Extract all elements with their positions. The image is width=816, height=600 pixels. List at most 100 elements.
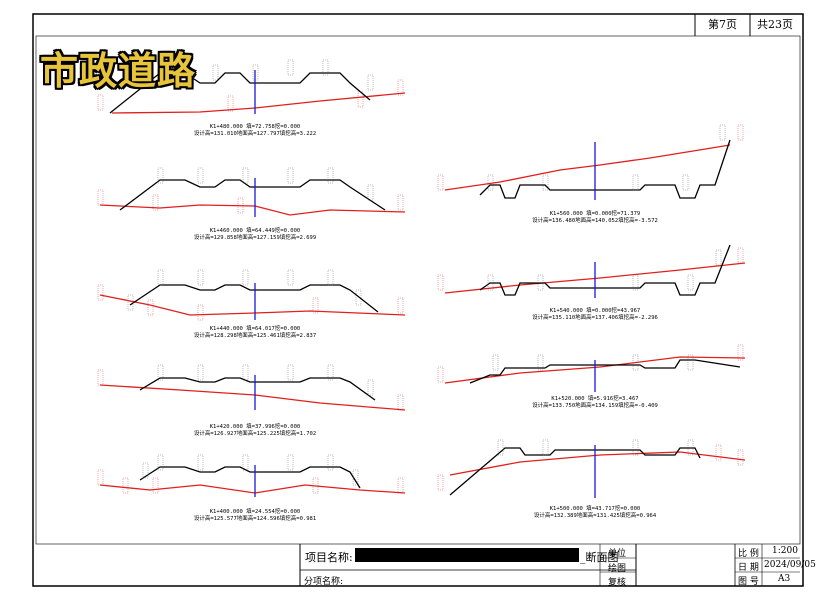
elevation-tag-red (152, 477, 159, 494)
elevation-tag-red (152, 194, 159, 211)
elevation-tag-black (687, 439, 694, 456)
elevation-tag-black (492, 354, 499, 371)
elevation-tag-black (287, 59, 294, 76)
section-elevation-label: 设计高=129.858地面高=127.159填挖高=2.699 (194, 233, 316, 241)
elevation-tag-red (437, 366, 444, 383)
watermark-logo: 市政道路 (40, 49, 197, 93)
elevation-tag-black (327, 167, 334, 184)
section-station-label: K1+440.000 填=64.017挖=0.000 (210, 324, 300, 332)
elevation-tag-black (157, 364, 164, 381)
design-line (479, 244, 731, 296)
elevation-tag-red (397, 194, 404, 211)
elevation-tag-red (737, 247, 744, 264)
elevation-tag-black (142, 462, 149, 479)
design-line (449, 447, 701, 496)
elevation-tag-red (147, 299, 154, 316)
elevation-tag-black (687, 354, 694, 371)
section-elevation-label: 设计高=131.010地面高=127.797填挖高=3.222 (194, 129, 316, 137)
elevation-tag-black (242, 454, 249, 471)
section-station-label: K1+500.000 填=43.717挖=0.000 (550, 504, 640, 512)
elevation-tag-black (682, 174, 689, 191)
section-elevation-label: 设计高=133.750地面高=134.159填挖高=-0.409 (532, 401, 658, 409)
elevation-tag-black (287, 364, 294, 381)
elevation-tag-red (312, 477, 319, 494)
elevation-tag-red (437, 474, 444, 491)
page-number: 第7页 (708, 18, 737, 31)
section-station-label: K1+540.000 填=0.000挖=43.967 (550, 306, 640, 314)
sheet-value: A3 (778, 574, 791, 584)
elevation-tag-black (719, 124, 726, 141)
scale-value: 1:200 (772, 546, 798, 556)
project-name-suffix: _断面图 (580, 551, 619, 564)
elevation-tag-black (687, 274, 694, 291)
review-label: 复核 (608, 578, 627, 588)
elevation-tag-red (397, 79, 404, 96)
elevation-tag-black (127, 294, 134, 311)
ground-line (444, 356, 746, 384)
design-line (139, 466, 361, 489)
section-elevation-label: 设计高=128.298地面高=125.461填挖高=2.837 (194, 331, 316, 339)
section-k1-540: K1+540.000 填=0.000挖=43.967设计高=135.110地面高… (437, 244, 746, 321)
elevation-tag-black (367, 379, 374, 396)
section-station-label: K1+420.000 填=37.996挖=0.000 (210, 422, 300, 430)
elevation-tag-black (367, 184, 374, 201)
elevation-tag-red (97, 189, 104, 206)
elevation-tag-black (542, 174, 549, 191)
sheet-inner-border (35, 35, 801, 545)
elevation-tag-black (542, 439, 549, 456)
elevation-tag-black (287, 269, 294, 286)
section-station-label: K1+400.000 填=24.554挖=0.000 (210, 507, 300, 515)
date-label: 日 期 (738, 563, 759, 573)
elevation-tag-black (287, 167, 294, 184)
elevation-tag-black (322, 59, 329, 76)
scale-label: 比 例 (738, 549, 759, 559)
section-k1-420: K1+420.000 填=37.996挖=0.000设计高=126.927地面高… (97, 364, 406, 437)
elevation-tag-red (97, 469, 104, 486)
elevation-tag-black (497, 439, 504, 456)
sub-item-label: 分项名称: (304, 577, 344, 587)
section-k1-560: K1+560.000 填=0.000挖=71.379设计高=136.480地面高… (437, 124, 744, 224)
cross-sections: K1+480.000 填=72.758挖=0.000设计高=131.010地面高… (97, 59, 746, 522)
sheet-label: 图 号 (738, 577, 759, 587)
unit-label: 单位 (608, 549, 627, 559)
date-value: 2024/09/05 (764, 560, 816, 570)
ground-line (111, 92, 406, 114)
elevation-tag-red (237, 197, 244, 214)
draw-label: 绘图 (608, 564, 627, 574)
elevation-tag-black (367, 74, 374, 91)
elevation-tag-red (437, 174, 444, 191)
section-elevation-label: 设计高=136.480地面高=140.052填挖高=-3.572 (532, 216, 658, 224)
elevation-tag-red (397, 477, 404, 494)
elevation-tag-black (537, 354, 544, 371)
section-k1-520: K1+520.000 填=5.916挖=3.467设计高=133.750地面高=… (437, 344, 746, 409)
section-station-label: K1+460.000 填=64.449挖=0.000 (210, 226, 300, 234)
elevation-tag-red (437, 274, 444, 291)
elevation-tag-red (122, 477, 129, 494)
design-line (139, 377, 376, 401)
sheet-border (32, 13, 804, 587)
elevation-tag-black (197, 167, 204, 184)
total-pages: 共23页 (757, 18, 793, 31)
design-line (129, 284, 379, 313)
elevation-tag-black (327, 269, 334, 286)
elevation-tag-black (197, 269, 204, 286)
elevation-tag-red (737, 449, 744, 466)
section-elevation-label: 设计高=135.110地面高=137.406填挖高=-2.296 (532, 313, 658, 321)
elevation-tag-black (352, 469, 359, 486)
section-station-label: K1+520.000 填=5.916挖=3.467 (551, 394, 638, 402)
elevation-tag-red (197, 304, 204, 321)
elevation-tag-black (252, 64, 259, 81)
section-elevation-label: 设计高=132.389地面高=131.425填挖高=0.964 (534, 511, 657, 519)
project-name-redaction (355, 548, 579, 562)
ground-line (99, 294, 406, 316)
design-line (469, 359, 741, 384)
elevation-tag-red (97, 94, 104, 111)
design-line (479, 139, 731, 199)
elevation-tag-black (197, 364, 204, 381)
elevation-tag-red (97, 284, 104, 301)
elevation-tag-black (487, 274, 494, 291)
elevation-tag-black (157, 454, 164, 471)
elevation-tag-black (715, 249, 722, 266)
elevation-tag-black (632, 439, 639, 456)
